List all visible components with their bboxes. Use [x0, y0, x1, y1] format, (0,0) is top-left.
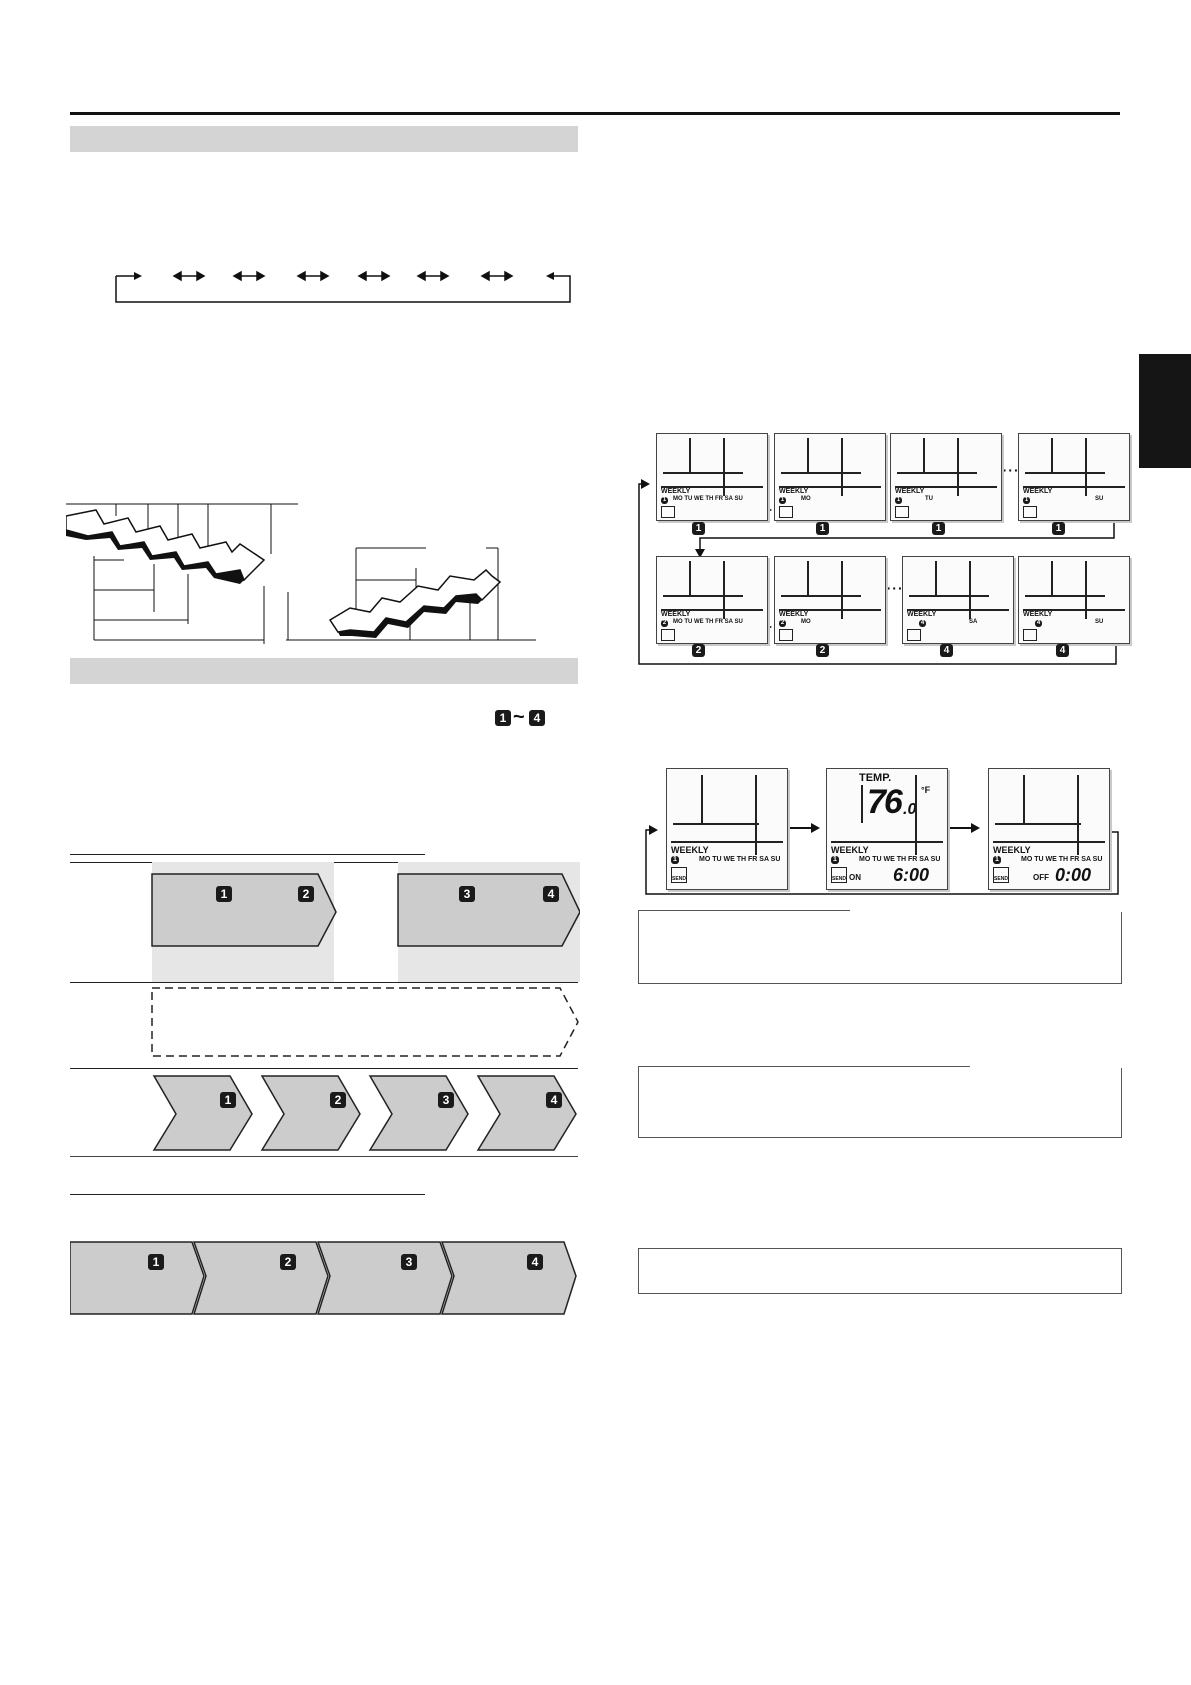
cycle-label: 1	[1052, 522, 1065, 535]
section-bar-2	[70, 658, 578, 684]
program-flow-diagram-2	[70, 1241, 577, 1315]
lcd-screen-time-3: WEEKLY 1 MO TU WE TH FR SA SU SEND OFF 0…	[988, 768, 1110, 890]
flow2-badge: 3	[401, 1254, 417, 1270]
section-bar-1	[70, 126, 578, 152]
flow1-row3-badge: 3	[438, 1092, 454, 1108]
header-rule	[70, 112, 1120, 115]
flow1-row3-badge: 4	[546, 1092, 562, 1108]
flow-row-rule	[70, 1156, 578, 1157]
cycle-label: 2	[692, 644, 705, 657]
flow-chart-top-rule	[70, 854, 425, 855]
setback-staircase-diagram	[66, 503, 536, 644]
note-box-2	[638, 1066, 1122, 1138]
lcd-screen: WEEKLY 1 TU	[890, 433, 1002, 521]
chapter-tab	[1139, 354, 1191, 468]
note-box-1-gap	[850, 909, 1122, 912]
cycle-label: 4	[940, 644, 953, 657]
flow1-row3-badge: 1	[220, 1092, 236, 1108]
lcd-screen-time-2: TEMP. 76 .0 °F WEEKLY 1 MO TU WE TH FR S…	[826, 768, 948, 890]
lcd-screen: WEEKLY 1 SU	[1018, 433, 1130, 521]
program-flow-diagram	[151, 862, 580, 1151]
cycle-label: 2	[816, 644, 829, 657]
program-range-separator: ~	[513, 706, 525, 728]
lcd-screen: WEEKLY 2 MO	[774, 556, 886, 644]
flow1-row1-badge: 4	[543, 886, 559, 902]
flow-row-rule	[70, 1068, 578, 1069]
program-end-badge: 4	[529, 710, 545, 726]
mode-cycle-diagram	[115, 270, 571, 303]
cycle-label: 1	[816, 522, 829, 535]
flow1-row1-badge: 3	[459, 886, 475, 902]
flow1-row1-badge: 2	[298, 886, 314, 902]
flow1-row3-badge: 2	[330, 1092, 346, 1108]
time-setting-connectors	[645, 823, 1119, 895]
program-start-badge: 1	[495, 710, 511, 726]
flow2-badge: 2	[280, 1254, 296, 1270]
note-box-1	[638, 910, 1122, 984]
lcd-screen: WEEKLY 1 MO TU WE TH FR SA SU	[656, 433, 768, 521]
cycle-label: 4	[1056, 644, 1069, 657]
lcd-screen-time-1: WEEKLY 1 MO TU WE TH FR SA SU SEND	[666, 768, 788, 890]
lcd-screen: WEEKLY 2 MO TU WE TH FR SA SU	[656, 556, 768, 644]
flow1-row1-badge: 1	[216, 886, 232, 902]
flow-row-rule	[70, 982, 578, 983]
note-box-3	[638, 1248, 1122, 1294]
flow-chart-2-top-rule	[70, 1194, 425, 1195]
lcd-screen: WEEKLY 4 SU	[1018, 556, 1130, 644]
flow2-badge: 1	[148, 1254, 164, 1270]
flow2-badge: 4	[527, 1254, 543, 1270]
cycle-label: 1	[932, 522, 945, 535]
note-box-2-gap	[970, 1065, 1122, 1068]
cycle-label: 1	[692, 522, 705, 535]
lcd-screen: WEEKLY 4 SA	[902, 556, 1014, 644]
lcd-screen: WEEKLY 1 MO	[774, 433, 886, 521]
